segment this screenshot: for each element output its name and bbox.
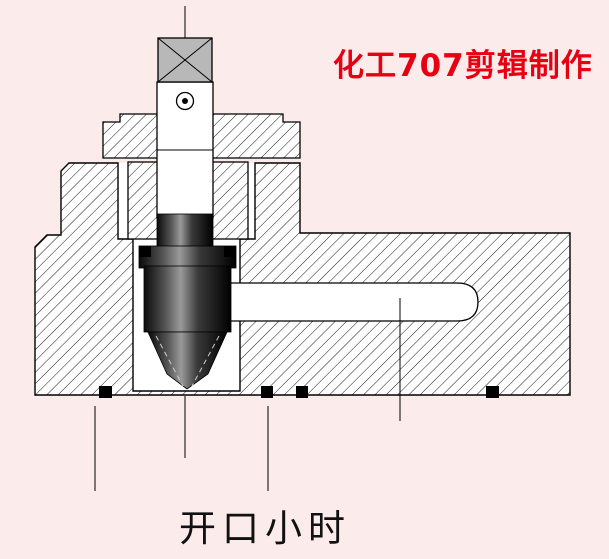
reference-lines (94, 6, 401, 491)
plug-body (143, 265, 232, 333)
plug-cone (147, 331, 228, 390)
valve-plug (138, 213, 237, 390)
plug-collar (138, 245, 237, 269)
valve-stem (156, 81, 214, 219)
bottom-seals (99, 386, 499, 398)
seal-block (296, 386, 308, 398)
seal-block (261, 386, 273, 398)
flow-passage (227, 282, 479, 322)
valve-body-section (34, 162, 571, 396)
seal-block (486, 386, 499, 398)
stem-square-knob (157, 37, 213, 83)
seal-block (99, 386, 112, 398)
caption-text: 开口小时 (179, 507, 351, 550)
watermark-text: 化工707剪辑制作 (333, 48, 593, 84)
stem-pin-center (182, 98, 188, 104)
